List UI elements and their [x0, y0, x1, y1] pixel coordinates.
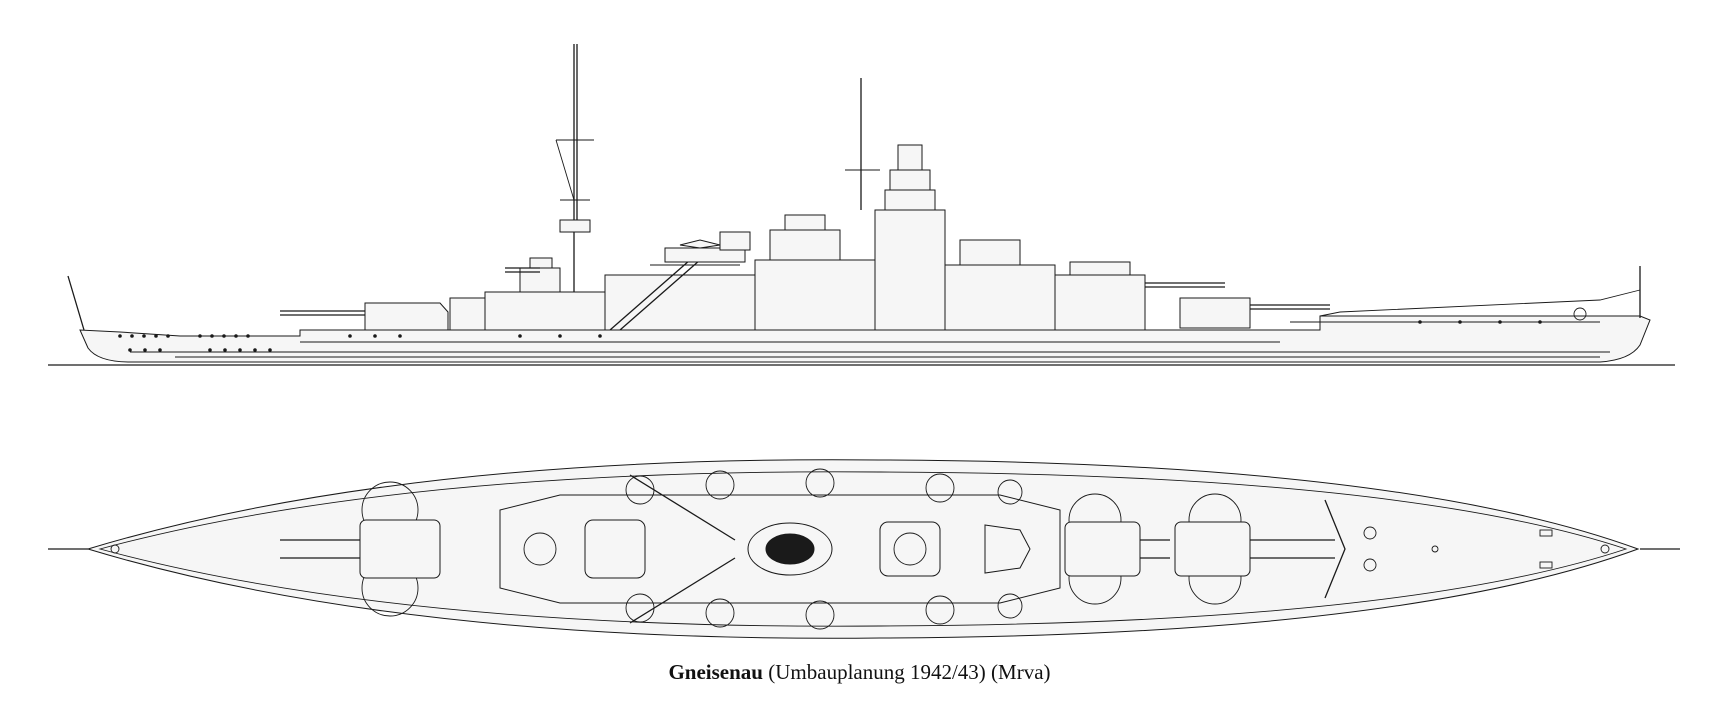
foremast-tower: [874, 209, 946, 331]
breakwater: [1324, 499, 1346, 599]
plan-view: [48, 459, 1680, 639]
plan-aft-turret: [280, 481, 441, 617]
forward-main-turrets: [1054, 261, 1330, 331]
hull-profile: [79, 315, 1651, 363]
aft-main-turret: [280, 297, 486, 331]
plan-forward-turrets: [1064, 493, 1335, 605]
drawing-author: (Mrva): [991, 660, 1051, 684]
plan-midship: [499, 468, 1061, 630]
aft-superstructure: [484, 44, 606, 331]
ship-name: Gneisenau: [668, 660, 763, 684]
side-profile-view: [48, 44, 1675, 366]
plan-description: (Umbauplanung 1942/43): [768, 660, 986, 684]
catapult-area: [604, 231, 756, 331]
funnel-and-bridge: [754, 78, 1056, 331]
drawing-caption: Gneisenau (Umbauplanung 1942/43) (Mrva): [0, 660, 1719, 685]
